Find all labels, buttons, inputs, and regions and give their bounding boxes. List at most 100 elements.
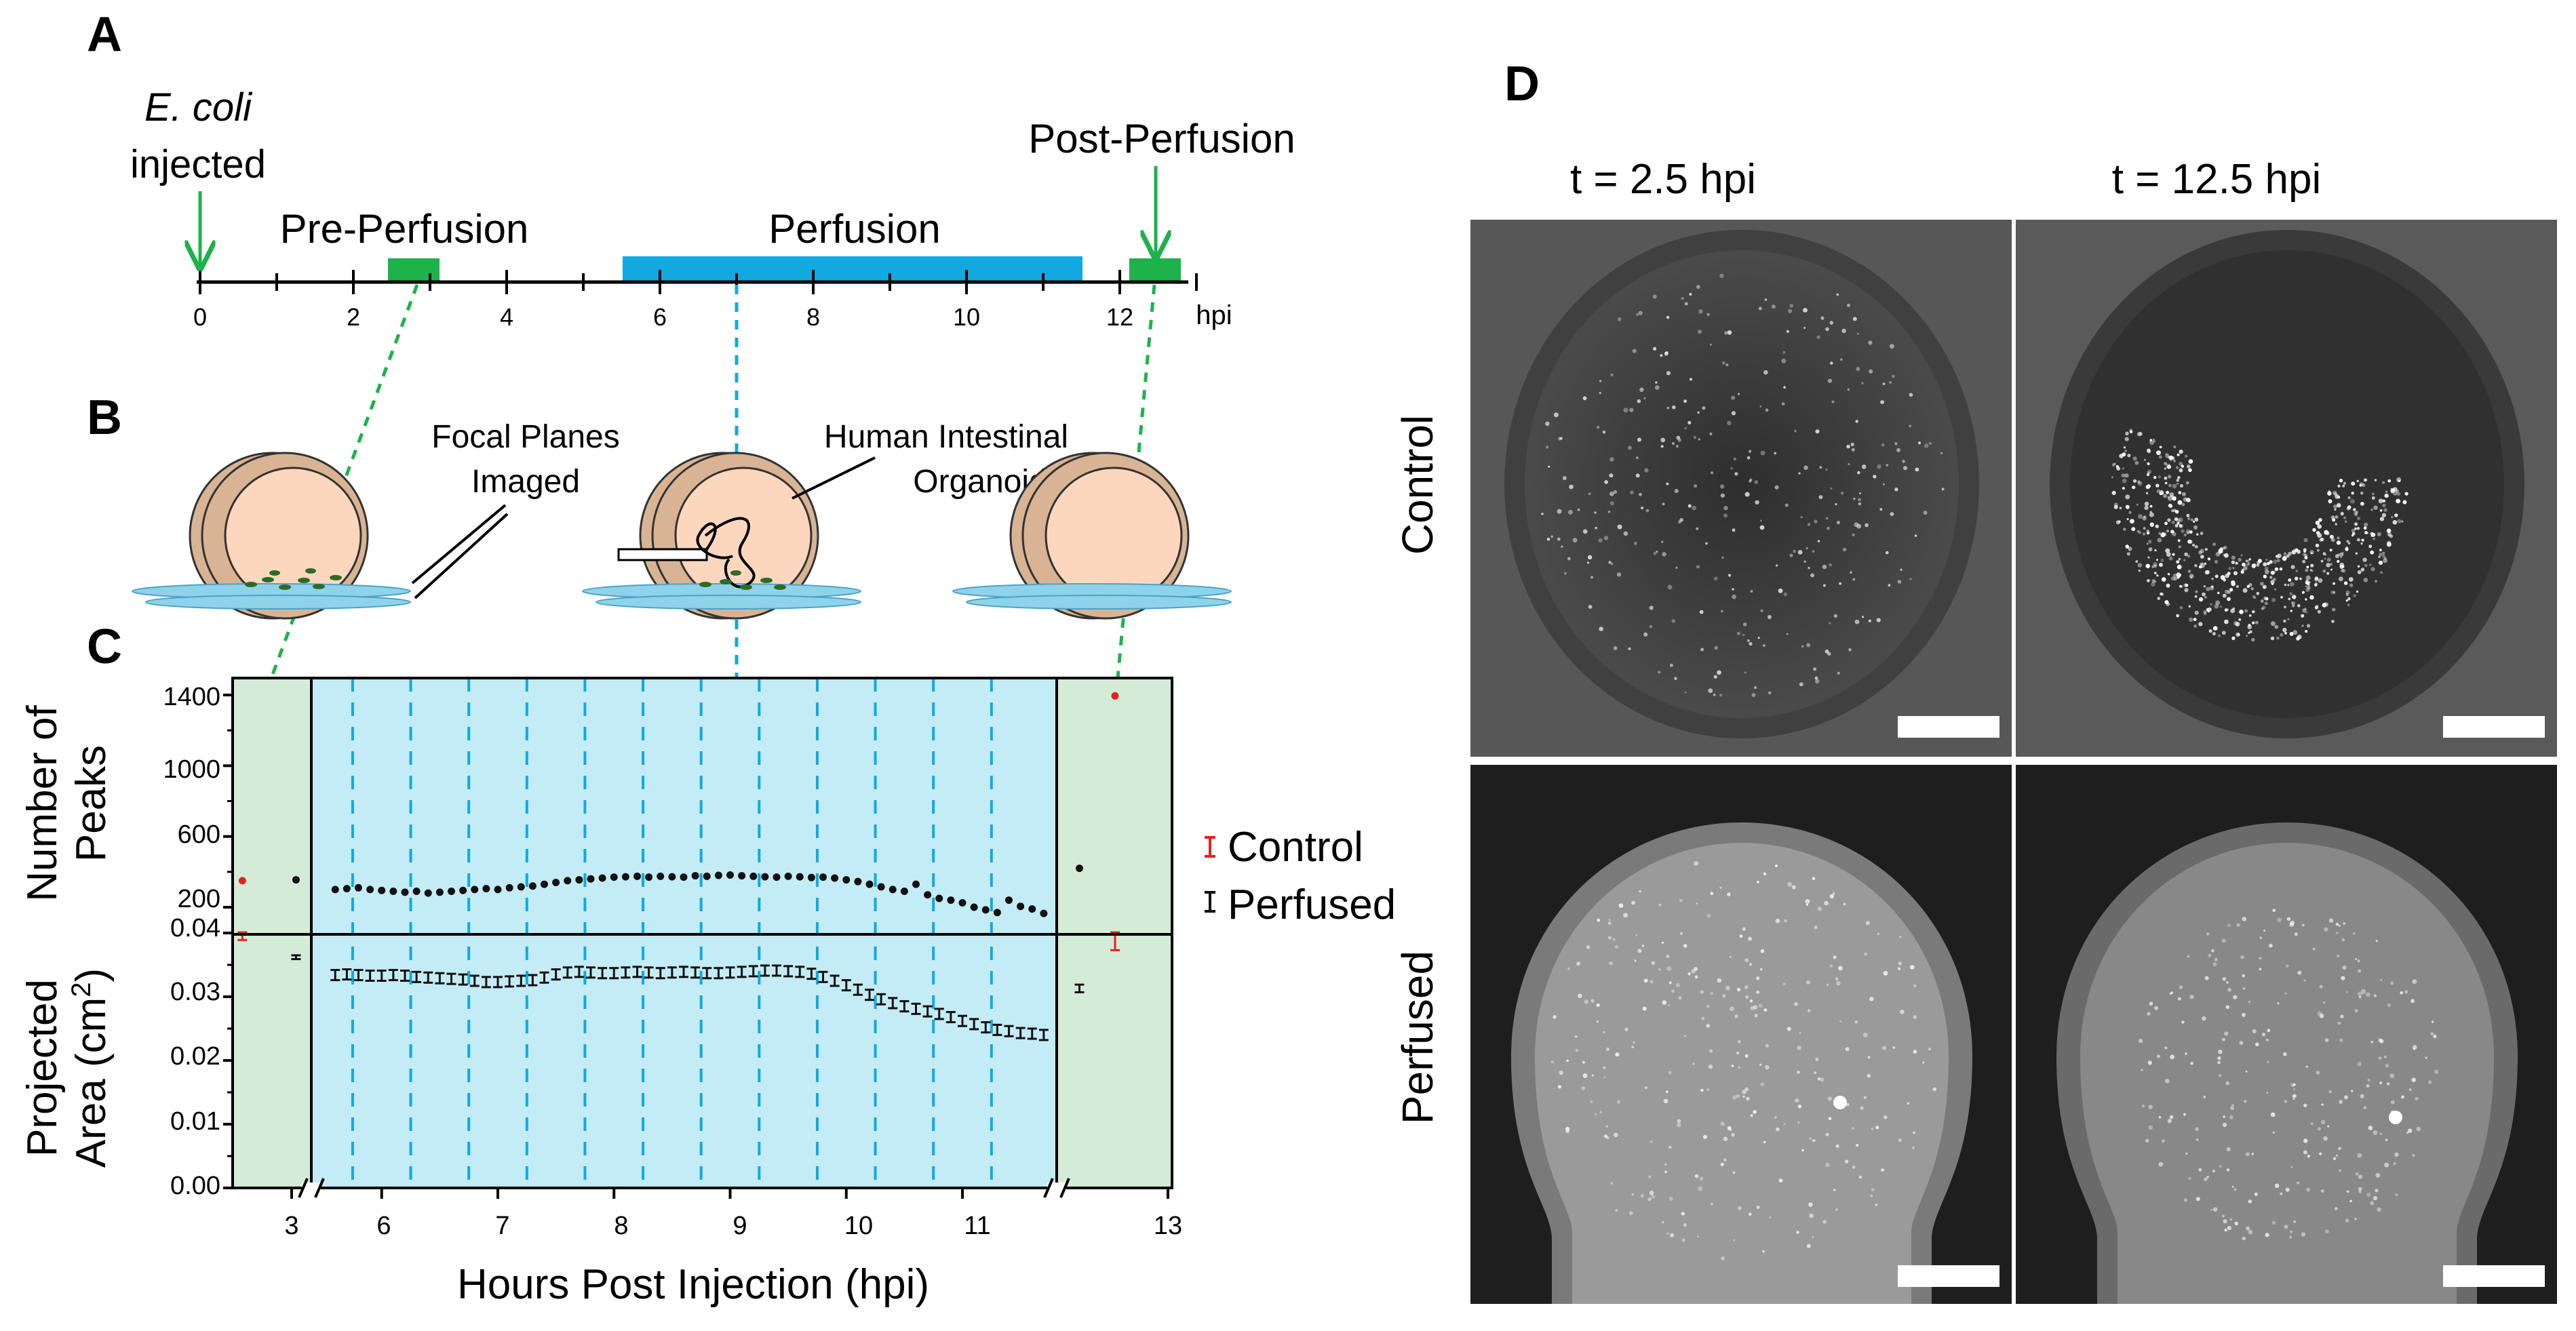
legend-control-label: Control [1228,824,1363,871]
area-point-perfused [574,966,584,978]
area-point-perfused [551,968,561,981]
area-point-perfused [888,997,898,1010]
micrograph-control-t1 [1470,220,2012,757]
peaks-point-control [238,877,246,885]
panel-label-b: B [87,391,122,445]
bottom-y-tick-label: 0.04 [170,914,220,942]
peaks-point-perfused [621,873,629,881]
area-point-perfused [969,1018,979,1031]
peaks-point-perfused [1017,902,1025,911]
timeline-ticks [199,270,1198,294]
peaks-point-perfused [877,883,885,891]
bottom-y-tick-label: 0.02 [170,1042,220,1071]
bottom-y-axis-title: Projected [19,979,66,1157]
organoid-pointer-line [792,456,876,500]
x-tick-label: 6 [376,1212,391,1240]
area-point-perfused [934,1008,944,1020]
area-point-perfused [446,972,456,985]
peaks-point-perfused [935,894,943,902]
peaks-point-perfused [842,876,851,884]
focal-planes-label: Focal Planes [431,419,619,455]
organoid-post [952,452,1232,620]
area-point-perfused [714,967,724,980]
area-point-perfused [748,965,758,978]
x-tick-label: 7 [495,1212,509,1240]
peaks-point-perfused [645,873,653,881]
area-point-perfused [598,967,608,980]
x-tick-label: 10 [844,1212,873,1240]
bottom-y-axis-title-sup: 2 [66,982,96,997]
legend-control-marker [1205,836,1215,858]
x-tick-label: 13 [1154,1212,1182,1240]
peaks-point-perfused [343,885,351,893]
bacteria-dots [2138,909,2439,1241]
peaks-point-perfused [575,876,583,884]
area-point-perfused [1015,1027,1026,1039]
area-point-perfused [423,971,433,984]
area-point-perfused [609,967,619,980]
peaks-point-perfused [494,886,502,894]
area-point-perfused [469,974,480,987]
area-point-perfused [586,966,596,979]
top-y-tick-label: 600 [178,820,220,849]
area-point-perfused [841,979,851,992]
peaks-point-perfused [924,891,932,899]
area-point-perfused [830,974,840,987]
micrograph-perfused-t1 [1470,765,2012,1304]
peaks-point-perfused [981,906,990,914]
area-point-perfused [621,966,631,979]
scale-bar [1898,1265,1999,1287]
top-y-tick-label: 1000 [163,755,220,784]
peaks-point-perfused [703,872,711,880]
timeline-tick-label: 12 [1106,303,1133,331]
scale-bar [1898,716,1999,738]
peaks-point-perfused [773,873,781,881]
chart-axes [223,677,1173,1199]
area-point-perfused [958,1014,967,1027]
panel-label-c: C [87,620,122,674]
post-perfusion-label: Post-Perfusion [1028,116,1295,161]
peaks-point-perfused [1028,905,1036,913]
ecoli-label: E. coli [144,85,253,130]
bacteria-dots [1550,861,1936,1260]
bottom-y-tick-label: 0.03 [170,978,220,1006]
area-point-perfused [644,966,654,979]
area-point-perfused-post [1074,983,1085,993]
peaks-point-perfused [528,882,536,890]
legend: Control Perfused [1205,824,1396,928]
top-y-tick-label: 1400 [163,683,220,711]
peaks-point-perfused [958,898,967,907]
x-tick-label: 3 [284,1212,298,1240]
timeline-tick-label: 10 [953,303,980,331]
area-point-perfused [725,966,735,979]
peaks-point-perfused [889,886,897,894]
area-point-perfused [376,969,387,982]
area-point-perfused [400,969,410,982]
area-point-perfused [388,969,398,982]
area-point-perfused [679,966,688,978]
peaks-point-perfused [505,883,513,892]
peaks-point-perfused [552,878,560,886]
chart-top-marks [238,692,1119,917]
peaks-point-perfused [331,886,339,894]
peaks-point-perfused [970,903,978,911]
peaks-point-perfused [1005,896,1013,905]
scale-bar [2443,716,2545,738]
peaks-point-perfused [482,885,490,893]
peaks-point-perfused [517,883,525,891]
area-point-perfused [992,1023,1002,1036]
peaks-point-perfused [1040,909,1048,917]
area-point-perfused [945,1011,956,1024]
area-point-perfused [806,968,817,980]
area-point-perfused [458,973,468,986]
organoid-label: Human Intestinal [824,419,1068,455]
panel-label-a: A [87,7,122,62]
top-y-axis-title: Peaks [68,745,115,862]
x-tick-label: 8 [614,1212,628,1240]
x-axis-title: Hours Post Injection (hpi) [457,1261,929,1308]
area-point-perfused [342,968,352,981]
focal-pointer-line [414,513,509,599]
peaks-point-perfused [424,889,432,897]
legend-perfused-marker [1205,891,1215,913]
